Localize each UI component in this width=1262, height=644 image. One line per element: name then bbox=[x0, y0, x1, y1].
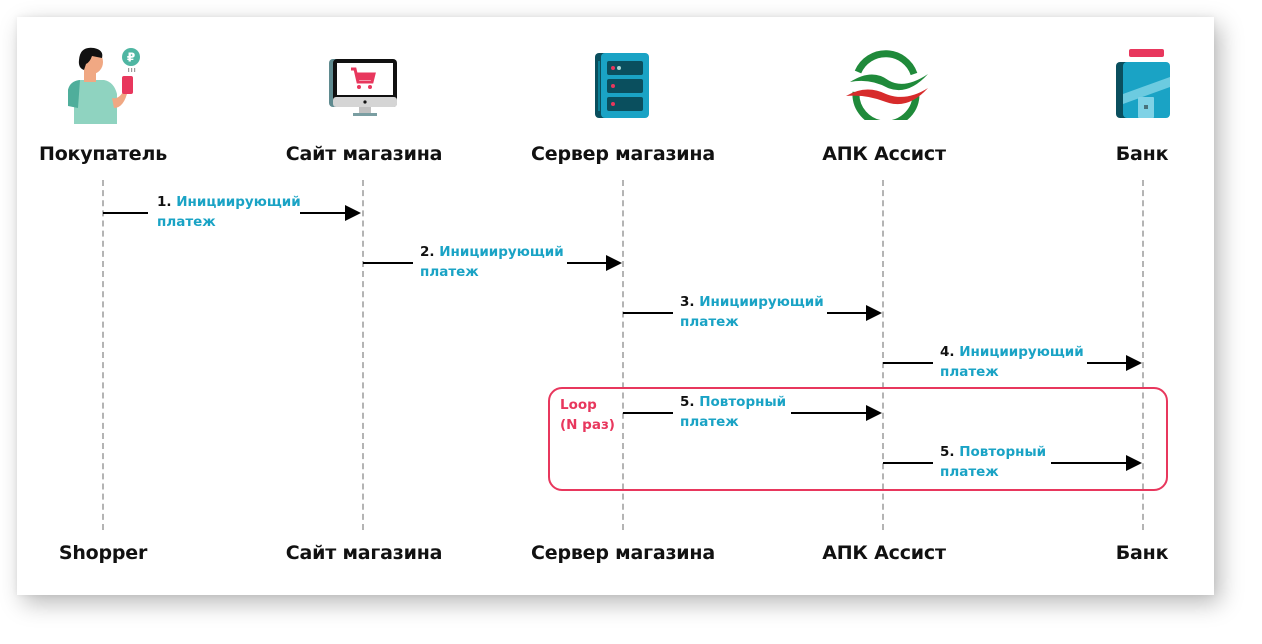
message-5b-line-start bbox=[883, 462, 933, 464]
loop-frame bbox=[548, 387, 1168, 491]
message-1-number: 1. bbox=[157, 194, 172, 210]
message-2-label: 2. Инициирующий платеж bbox=[420, 242, 564, 282]
actor-label-top-shopper: Покупатель bbox=[38, 143, 168, 165]
message-5a-line-start bbox=[623, 412, 673, 414]
message-1-text: Инициирующий bbox=[176, 194, 301, 210]
message-4-line-end bbox=[1087, 362, 1127, 364]
lifeline-shopper bbox=[102, 180, 104, 530]
message-4-text: Инициирующий bbox=[959, 344, 1084, 360]
loop-label-line2: (N раз) bbox=[560, 417, 615, 433]
message-5b-text: Повторный bbox=[959, 444, 1047, 460]
message-5b-label: 5. Повторный платеж bbox=[940, 442, 1046, 482]
message-3-number: 3. bbox=[680, 294, 695, 310]
actor-label-bottom-server: Сервер магазина bbox=[531, 542, 715, 564]
message-3-line-end bbox=[827, 312, 867, 314]
message-2-line-start bbox=[363, 262, 413, 264]
message-2-text: Инициирующий bbox=[439, 244, 564, 260]
svg-text:₽: ₽ bbox=[127, 51, 135, 65]
message-5a-line-end bbox=[791, 412, 867, 414]
message-2-arrowhead bbox=[606, 255, 622, 271]
message-5b-line-end bbox=[1051, 462, 1127, 464]
message-3-line-start bbox=[623, 312, 673, 314]
message-5a-text: Повторный bbox=[699, 394, 787, 410]
message-4-label: 4. Инициирующий платеж bbox=[940, 342, 1084, 382]
loop-label-line1: Loop bbox=[560, 397, 597, 413]
actor-label-top-server: Сервер магазина bbox=[531, 143, 715, 165]
lifeline-server bbox=[622, 180, 624, 530]
actor-label-top-bank: Банк bbox=[1115, 143, 1169, 165]
message-5b-text-line2: платеж bbox=[940, 464, 999, 480]
message-5b-number: 5. bbox=[940, 444, 955, 460]
message-4-number: 4. bbox=[940, 344, 955, 360]
actor-label-top-site: Сайт магазина bbox=[285, 143, 443, 165]
assist-logo-icon bbox=[846, 50, 928, 120]
message-2-text-line2: платеж bbox=[420, 264, 479, 280]
message-1-label: 1. Инициирующий платеж bbox=[157, 192, 301, 232]
bank-building-icon bbox=[1116, 49, 1170, 118]
message-5a-number: 5. bbox=[680, 394, 695, 410]
message-3-label: 3. Инициирующий платеж bbox=[680, 292, 824, 332]
message-4-line-start bbox=[883, 362, 933, 364]
message-5a-arrowhead bbox=[866, 405, 882, 421]
message-1-line-end bbox=[300, 212, 346, 214]
loop-label: Loop (N раз) bbox=[560, 395, 615, 435]
lifeline-site bbox=[362, 180, 364, 530]
message-3-text-line2: платеж bbox=[680, 314, 739, 330]
message-1-line-start bbox=[103, 212, 148, 214]
actor-label-bottom-site: Сайт магазина bbox=[285, 542, 443, 564]
server-icon bbox=[595, 53, 649, 118]
lifeline-assist bbox=[882, 180, 884, 530]
lifeline-bank bbox=[1142, 180, 1144, 530]
actor-label-bottom-shopper: Shopper bbox=[58, 542, 148, 564]
monitor-cart-icon bbox=[329, 59, 397, 116]
message-2-number: 2. bbox=[420, 244, 435, 260]
actor-label-bottom-assist: АПК Ассист bbox=[822, 542, 946, 564]
message-3-arrowhead bbox=[866, 305, 882, 321]
message-5a-label: 5. Повторный платеж bbox=[680, 392, 786, 432]
message-4-arrowhead bbox=[1126, 355, 1142, 371]
message-4-text-line2: платеж bbox=[940, 364, 999, 380]
actor-label-bottom-bank: Банк bbox=[1115, 542, 1169, 564]
actor-label-top-assist: АПК Ассист bbox=[822, 143, 946, 165]
message-1-text-line2: платеж bbox=[157, 214, 216, 230]
message-5a-text-line2: платеж bbox=[680, 414, 739, 430]
shopper-person-icon: ₽ bbox=[68, 47, 140, 124]
message-1-arrowhead bbox=[345, 205, 361, 221]
message-5b-arrowhead bbox=[1126, 455, 1142, 471]
message-3-text: Инициирующий bbox=[699, 294, 824, 310]
message-2-line-end bbox=[567, 262, 607, 264]
